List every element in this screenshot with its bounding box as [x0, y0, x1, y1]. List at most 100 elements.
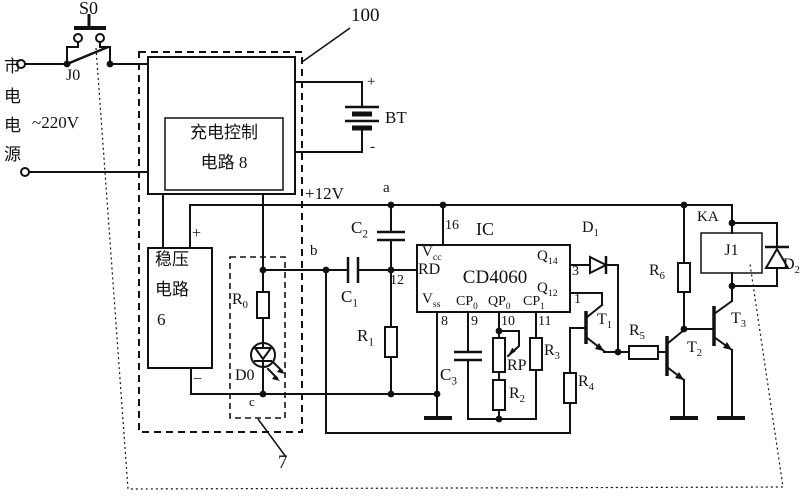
label-bt: BT — [385, 108, 407, 127]
wire-mains — [24, 63, 149, 173]
resistor-r1 — [384, 326, 398, 358]
wire-charging-outputs — [162, 81, 363, 271]
resistor-r0 — [256, 291, 270, 319]
label-s0: S0 — [79, 0, 99, 18]
label-charging-line1: 充电控制 — [190, 123, 258, 142]
label-ref-100: 100 — [351, 5, 380, 26]
label-mains-char-2: 电 — [4, 87, 21, 106]
capacitor-c1 — [346, 257, 360, 283]
wire-node-b-net — [262, 269, 571, 434]
ic-cd4060-box — [416, 244, 571, 313]
label-node-a: a — [383, 180, 390, 196]
label-d0: D0 — [235, 367, 255, 384]
label-r5: R5 — [629, 322, 645, 343]
capacitor-c2 — [377, 230, 405, 242]
transistor-t2-icon — [665, 336, 684, 380]
label-pin-16: 16 — [445, 218, 459, 233]
label-node-b: b — [310, 243, 318, 259]
label-pin-1: 1 — [574, 292, 581, 307]
label-ic-q12: Q12 — [537, 280, 558, 299]
label-t2: T2 — [687, 339, 703, 360]
mains-terminal-icons — [16, 59, 30, 177]
label-j0: J0 — [66, 67, 81, 84]
label-node-c: c — [249, 394, 255, 409]
diode-d2-icon — [764, 245, 790, 269]
label-ic-part: CD4060 — [462, 267, 528, 288]
label-t1: T1 — [597, 311, 613, 332]
resistor-r6 — [677, 262, 691, 293]
label-rp: RP — [507, 357, 527, 374]
resistor-r4 — [563, 372, 577, 404]
label-j1: J1 — [724, 242, 739, 259]
label-ic-cp0: CP0 — [456, 294, 478, 311]
label-regulator-minus: − — [193, 371, 203, 388]
label-r2: R2 — [509, 385, 525, 406]
junction-dots — [63, 60, 736, 423]
label-regulator-plus: + — [192, 225, 202, 242]
label-mains-char-3: 电 — [4, 116, 21, 135]
label-ic-vss: Vss — [422, 291, 441, 310]
label-ic-cp1: CP1 — [523, 294, 545, 311]
indicator-box-7-outline — [229, 256, 287, 458]
label-r0: R0 — [232, 291, 248, 312]
regulator-box — [147, 247, 213, 369]
label-pin-11: 11 — [538, 314, 552, 329]
diode-d1-icon — [589, 255, 609, 275]
label-d1: D1 — [582, 219, 599, 240]
label-pin-9: 9 — [471, 314, 478, 329]
label-ic-rd: RD — [418, 261, 441, 278]
transistor-t3-icon — [712, 306, 732, 350]
wire-12v-rail — [189, 204, 733, 249]
label-ka: KA — [697, 209, 719, 225]
label-c1: C1 — [341, 287, 358, 310]
label-regulator-line1: 稳压 — [155, 250, 189, 269]
resistor-r2 — [492, 379, 506, 411]
label-regulator-line3: 6 — [157, 310, 166, 329]
label-mains-char-4: 源 — [4, 145, 21, 164]
resistor-r3 — [529, 337, 543, 371]
wire-ka-j1-d2 — [731, 222, 778, 287]
label-c2: C2 — [351, 218, 368, 241]
relay-contact-j0-icon[interactable] — [66, 45, 109, 66]
led-d0-icon — [250, 342, 285, 381]
label-r1: R1 — [357, 326, 374, 349]
wire-ground-rail — [190, 367, 438, 395]
label-pin-3: 3 — [572, 264, 579, 279]
label-pin-8: 8 — [441, 314, 448, 329]
label-r4: R4 — [578, 373, 594, 394]
resistor-r5 — [628, 345, 659, 360]
device-outline-dotted — [95, 47, 784, 490]
label-mains-char-1: 市 — [4, 57, 21, 76]
label-ref-7: 7 — [278, 452, 288, 473]
switch-s0-icon[interactable] — [66, 14, 111, 65]
label-ic-q14: Q14 — [537, 248, 558, 267]
wire-q12-t1 — [569, 292, 630, 374]
enclosure-100-outline — [138, 27, 351, 433]
label-charging-line2: 电路 8 — [200, 153, 248, 172]
label-bt-minus: - — [370, 139, 375, 155]
label-d2: D2 — [783, 256, 800, 277]
label-12v-rail: +12V — [305, 184, 344, 203]
label-c3: C3 — [440, 365, 457, 388]
wire-q14-d1 — [569, 264, 619, 353]
charging-control-box — [147, 56, 296, 195]
label-voltage: ~220V — [32, 113, 79, 132]
label-ic: IC — [476, 219, 494, 239]
label-ic-vcc: Vcc — [422, 244, 442, 263]
label-r3: R3 — [544, 342, 560, 363]
label-regulator-line2: 电路 — [155, 280, 189, 299]
potentiometer-rp — [492, 337, 516, 373]
label-pin-10: 10 — [501, 314, 515, 329]
label-ic-qp0: QP0 — [488, 294, 511, 311]
relay-coil-j1-box — [700, 232, 763, 274]
wire-c1-c2-r1 — [357, 204, 418, 395]
label-t3: T3 — [731, 310, 747, 331]
label-r6: R6 — [649, 262, 665, 283]
transistor-t1-icon — [584, 311, 604, 351]
label-pin-12: 12 — [390, 273, 404, 288]
wire-r5-t2-t3 — [657, 204, 734, 417]
label-bt-plus: + — [367, 74, 376, 90]
battery-icon — [345, 105, 379, 131]
